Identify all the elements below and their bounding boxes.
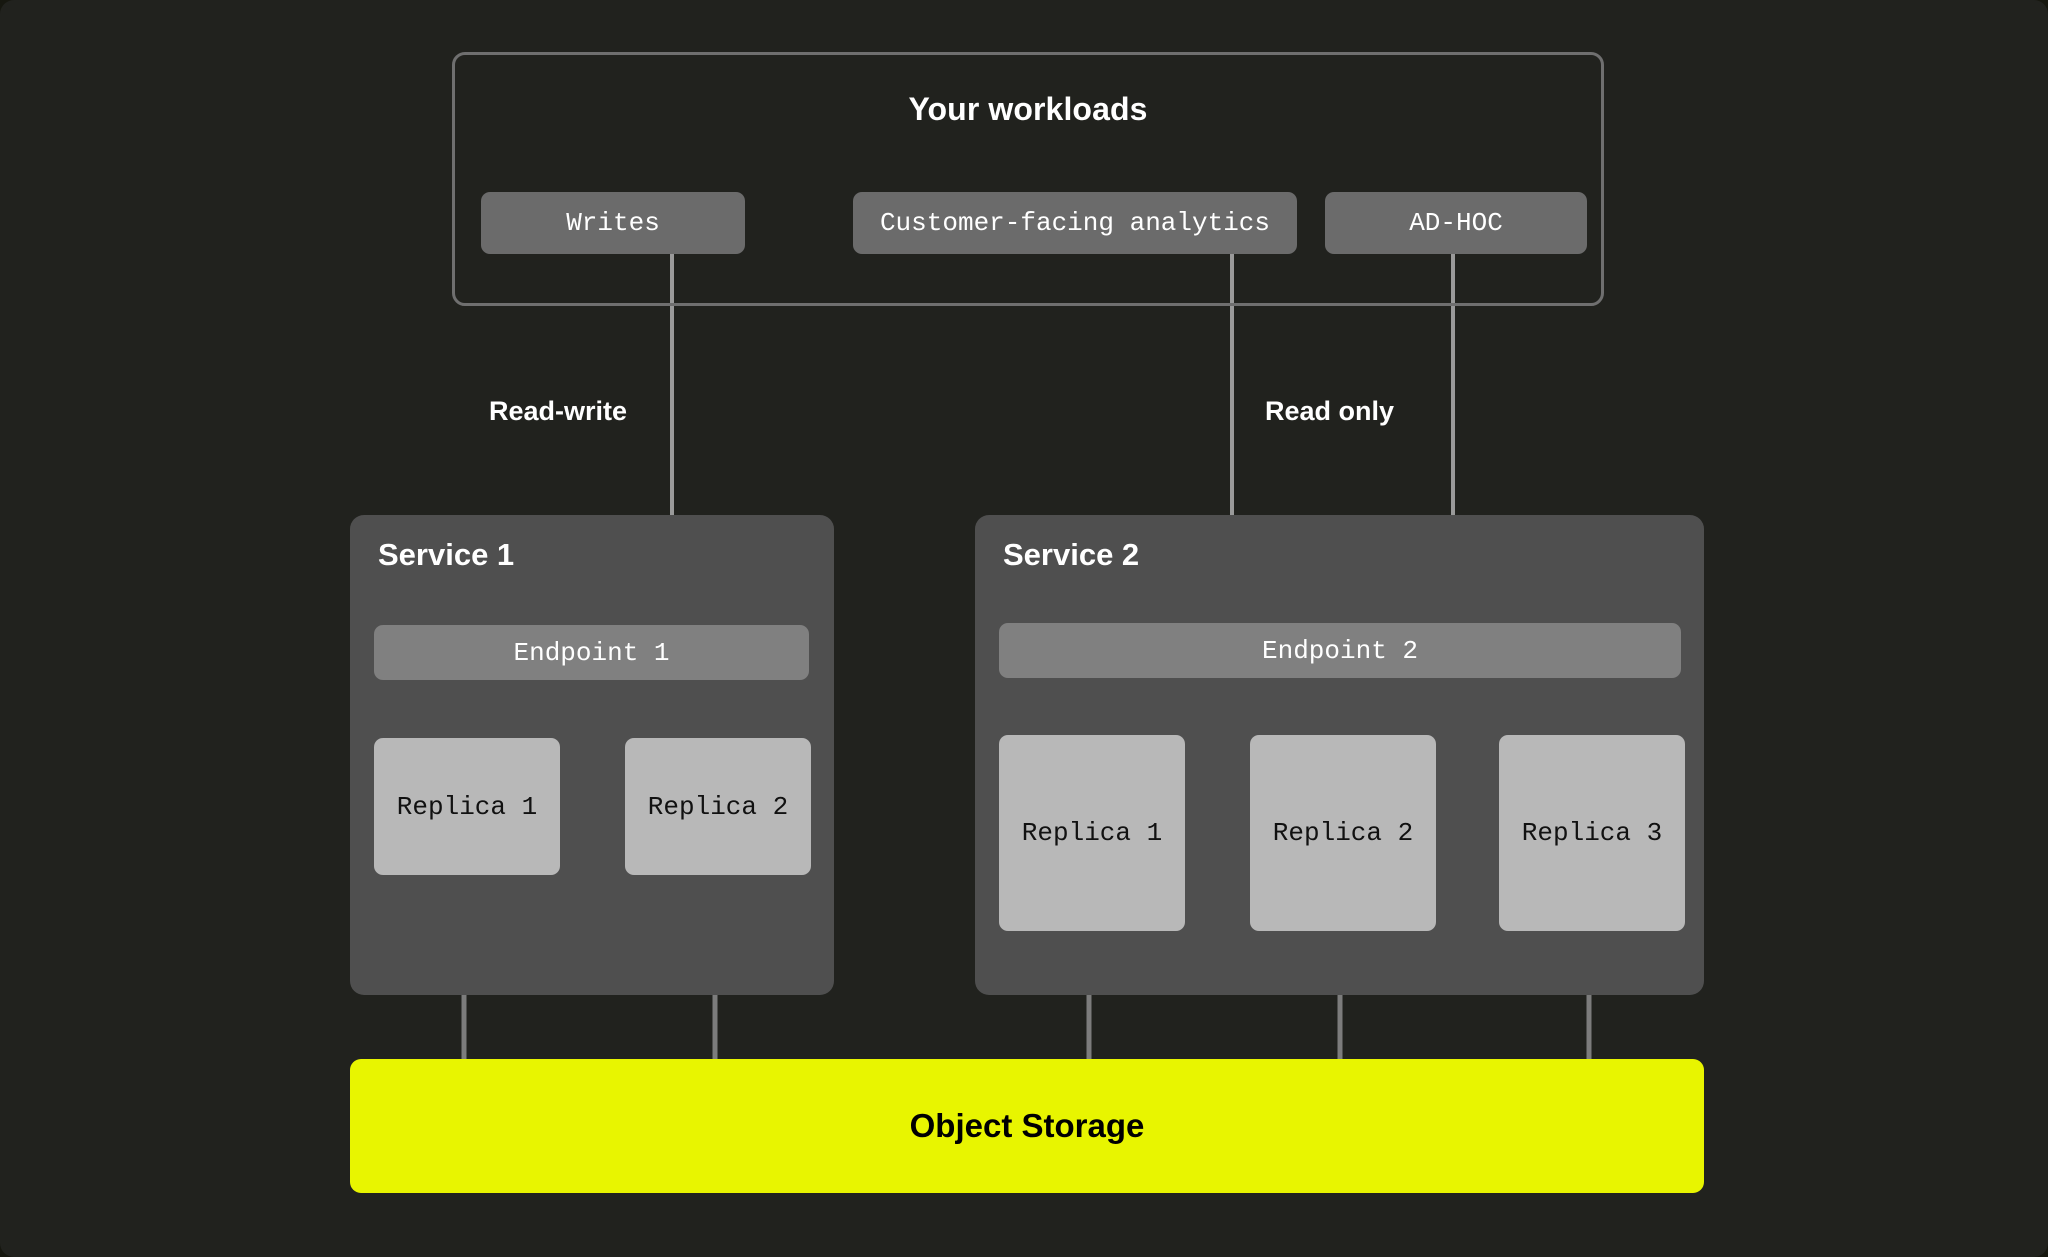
service-container-2: Service 2 Endpoint 2 Replica 1 Replica 2… <box>975 515 1704 995</box>
service-2-replica-2[interactable]: Replica 2 <box>1250 735 1436 931</box>
path-label-read-write: Read-write <box>489 396 628 426</box>
workloads-container: Your workloads Writes Customer-facing an… <box>452 52 1604 306</box>
service-1-replica-2[interactable]: Replica 2 <box>625 738 811 875</box>
service-1-replica-1[interactable]: Replica 1 <box>374 738 560 875</box>
workload-button-ad-hoc[interactable]: AD-HOC <box>1325 192 1587 254</box>
path-label-read-only: Read only <box>1265 396 1395 426</box>
service-1-title: Service 1 <box>378 537 515 572</box>
workloads-title: Your workloads <box>908 91 1148 127</box>
endpoint-2[interactable]: Endpoint 2 <box>999 623 1681 678</box>
service-2-replica-1[interactable]: Replica 1 <box>999 735 1185 931</box>
service-2-replica-3[interactable]: Replica 3 <box>1499 735 1685 931</box>
service-2-title: Service 2 <box>1003 537 1140 572</box>
workload-button-writes[interactable]: Writes <box>481 192 745 254</box>
workload-button-customer-facing-analytics[interactable]: Customer-facing analytics <box>853 192 1297 254</box>
endpoint-1[interactable]: Endpoint 1 <box>374 625 809 680</box>
object-storage-bar[interactable]: Object Storage <box>350 1059 1704 1193</box>
service-container-1: Service 1 Endpoint 1 Replica 1 Replica 2 <box>350 515 834 995</box>
